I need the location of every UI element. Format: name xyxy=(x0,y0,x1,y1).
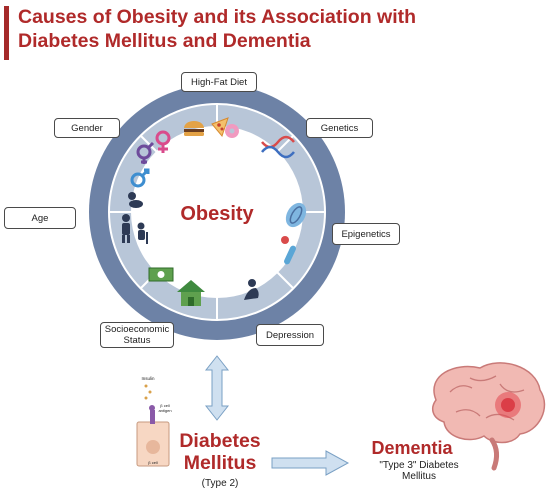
title-line-1: Causes of Obesity and its Association wi… xyxy=(18,6,417,28)
cause-age: Age xyxy=(4,207,76,229)
beta-cell-antigen-label: β cell antigen xyxy=(156,403,174,413)
cause-depression: Depression xyxy=(256,324,324,346)
male-gender-icon xyxy=(130,168,150,188)
dementia-sub-line-1: "Type 3" Diabetes xyxy=(379,460,459,471)
walker-person-icon xyxy=(137,222,148,244)
pizza-icon xyxy=(211,117,229,138)
house-icon xyxy=(177,280,205,306)
title-accent-bar xyxy=(4,6,9,60)
cause-epigenetics: Epigenetics xyxy=(332,223,400,245)
page-title: Causes of Obesity and its Association wi… xyxy=(18,5,438,53)
diabetes-label: Diabetes Mellitus xyxy=(170,430,270,474)
title-line-2: Diabetes Mellitus and Dementia xyxy=(18,30,311,52)
dna-icon xyxy=(261,135,295,159)
elderly-person-icon xyxy=(122,214,130,243)
center-circle xyxy=(131,126,303,298)
cause-gender: Gender xyxy=(54,118,120,138)
obesity-label: Obesity xyxy=(180,203,254,225)
diabetes-type-label: (Type 2) xyxy=(201,478,239,489)
beta-cell-label: β cell xyxy=(148,460,158,465)
intersex-gender-icon xyxy=(136,141,155,164)
donut-icon xyxy=(225,124,239,138)
beta-cell-graphic xyxy=(136,384,170,467)
baby-icon xyxy=(128,192,143,208)
money-icon xyxy=(148,267,174,282)
burger-icon xyxy=(184,121,204,136)
diabetes-line-1: Diabetes xyxy=(179,430,261,452)
socioeconomic-line-1: Socioeconomic xyxy=(104,324,170,335)
dementia-subtitle: "Type 3" Diabetes Mellitus xyxy=(364,460,474,482)
cause-high-fat-diet: High-Fat Diet xyxy=(181,72,257,92)
depressed-person-icon xyxy=(244,279,259,300)
vertical-double-arrow xyxy=(204,355,230,421)
antigen-line-1: β cell xyxy=(160,403,170,408)
female-gender-icon xyxy=(155,130,171,153)
diabetes-line-2: Mellitus xyxy=(183,452,257,474)
epigenetic-marker-icon xyxy=(281,236,296,265)
dementia-label: Dementia xyxy=(371,438,453,458)
cause-genetics: Genetics xyxy=(306,118,373,138)
insulin-label: Insulin xyxy=(141,376,155,381)
socioeconomic-line-2: Status xyxy=(123,335,151,346)
brain-icon xyxy=(431,362,546,471)
cause-socioeconomic-status: Socioeconomic Status xyxy=(100,322,174,348)
antigen-line-2: antigen xyxy=(158,407,172,413)
chromosome-icon xyxy=(285,202,307,228)
horizontal-arrow xyxy=(271,450,350,476)
dementia-sub-line-2: Mellitus xyxy=(402,471,436,482)
